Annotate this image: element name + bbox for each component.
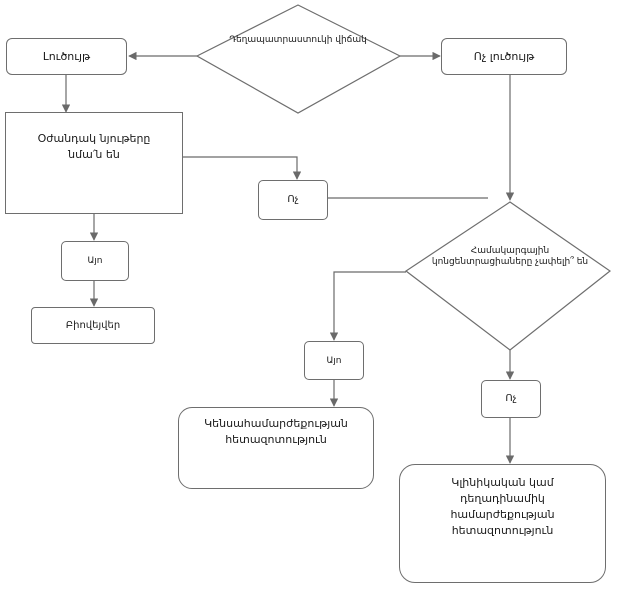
decision-concentrations-label: Համակարգային կոնցենտրացիաները չափելի՞ են [431, 246, 589, 267]
non-solution-box: Ոչ լուծույթ [441, 38, 567, 75]
bioequivalence-study-box: Կենսահամարժեքության հետազոտություն [178, 407, 374, 489]
no-right-box: Ոչ [481, 380, 541, 418]
decision-state-label: Դեղապատրաստուկի վիճակ [229, 35, 367, 45]
connector-arrows [61, 51, 515, 464]
biowaiver-box: Բիովեյվեր [31, 307, 155, 344]
decision-diamond-concentrations [404, 201, 612, 351]
clinical-study-box: Կլինիկական կամ դեղադինամիկ համարժեքությա… [399, 464, 606, 583]
yes-left-box: Այո [61, 241, 129, 281]
no-left-box: Ոչ [258, 180, 328, 220]
decision-diamond-state [195, 4, 402, 114]
yes-right-box: Այո [304, 341, 364, 380]
excipients-question-box: Օժանդակ նյութերը նմա՛ն են [5, 112, 183, 214]
solution-box: Լուծույթ [6, 38, 127, 75]
